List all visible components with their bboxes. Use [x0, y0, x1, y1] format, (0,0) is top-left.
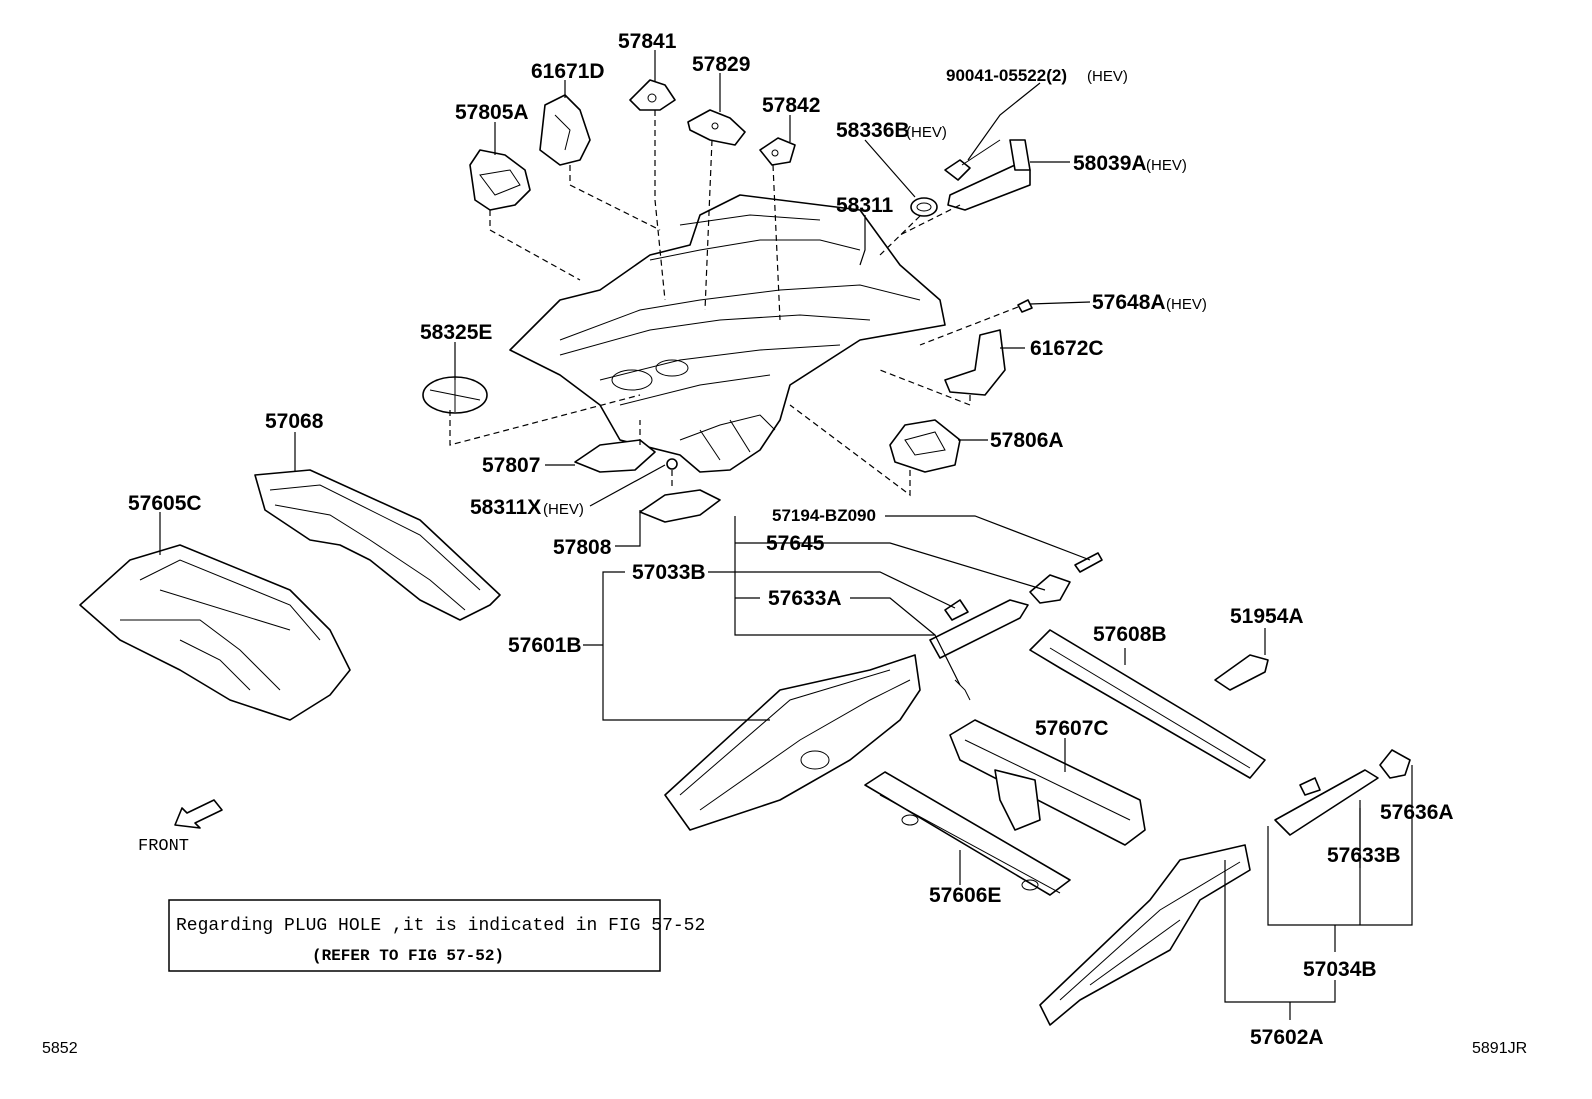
part-57068[interactable]	[254, 469, 501, 621]
figure-code: 5891JR	[1472, 1040, 1527, 1057]
part-57601B[interactable]	[664, 654, 921, 831]
part-57633B[interactable]	[1274, 769, 1379, 836]
label-57608B: 57608B	[1093, 623, 1167, 646]
part-57842[interactable]	[759, 137, 796, 166]
part-90041-bolt[interactable]	[944, 139, 1001, 181]
part-58336B[interactable]	[910, 197, 938, 217]
label-57633B: 57633B	[1327, 844, 1401, 867]
label-57805A: 57805A	[455, 101, 529, 124]
front-arrow-icon	[174, 799, 223, 829]
label-57648A: 57648A	[1092, 291, 1166, 314]
part-57808[interactable]	[639, 489, 721, 523]
label-58336B-suffix: (HEV)	[906, 124, 947, 141]
part-57608B[interactable]	[1029, 629, 1266, 779]
part-61671D[interactable]	[539, 94, 591, 166]
label-58311X-suffix: (HEV)	[543, 501, 584, 518]
label-57606E: 57606E	[929, 884, 1001, 907]
front-label: FRONT	[138, 837, 189, 856]
label-61671D: 61671D	[531, 60, 605, 83]
label-57068: 57068	[265, 410, 324, 433]
part-57636A[interactable]	[1379, 749, 1411, 779]
label-90041-suffix: (HEV)	[1087, 68, 1128, 85]
label-57194-BZ090: 57194-BZ090	[772, 506, 876, 525]
part-57806A[interactable]	[889, 419, 961, 473]
label-57806A: 57806A	[990, 429, 1064, 452]
label-57607C: 57607C	[1035, 717, 1109, 740]
label-57807: 57807	[482, 454, 540, 477]
label-61672C: 61672C	[1030, 337, 1104, 360]
label-57633A: 57633A	[768, 587, 842, 610]
front-indicator: FRONT	[138, 799, 223, 856]
label-58039A: 58039A	[1073, 152, 1147, 175]
part-58039A[interactable]	[947, 139, 1031, 211]
part-57829[interactable]	[687, 109, 746, 146]
label-57648A-suffix: (HEV)	[1166, 296, 1207, 313]
label-57034B: 57034B	[1303, 958, 1377, 981]
note-line-2: (REFER TO FIG 57-52)	[312, 947, 504, 965]
label-57601B: 57601B	[508, 634, 582, 657]
part-57633A[interactable]	[929, 599, 1029, 701]
part-57602A[interactable]	[1039, 844, 1251, 1026]
part-labels: 57841 61671D 57829 90041-05522(2) (HEV) …	[128, 30, 1454, 1049]
part-57807[interactable]	[574, 439, 656, 473]
dashed-leaders	[449, 110, 1019, 497]
label-57808: 57808	[553, 536, 612, 559]
part-57607C[interactable]	[949, 719, 1146, 846]
part-57606E[interactable]	[864, 771, 1071, 896]
solid-leaders	[159, 50, 1413, 1020]
part-57645[interactable]	[1029, 574, 1071, 604]
label-57842: 57842	[762, 94, 820, 117]
label-57645: 57645	[766, 532, 825, 555]
part-57605C[interactable]	[79, 544, 351, 721]
part-61672C[interactable]	[944, 329, 1006, 396]
note-line-1: Regarding PLUG HOLE ,it is indicated in …	[176, 916, 705, 936]
part-57841[interactable]	[629, 79, 676, 111]
label-58336B: 58336B	[836, 119, 910, 142]
part-58325E[interactable]	[422, 376, 488, 414]
part-57805A[interactable]	[469, 149, 531, 211]
part-57194-BZ090[interactable]	[1074, 552, 1103, 573]
page-number: 5852	[42, 1040, 78, 1057]
part-58311X[interactable]	[666, 458, 678, 470]
floor-pan-58311[interactable]	[509, 194, 946, 473]
label-58311X: 58311X	[470, 496, 541, 519]
label-58039A-suffix: (HEV)	[1146, 157, 1187, 174]
label-57841: 57841	[618, 30, 677, 53]
part-57648A[interactable]	[1017, 299, 1033, 313]
label-57636A: 57636A	[1380, 801, 1454, 824]
label-90041-05522: 90041-05522(2)	[946, 66, 1067, 85]
part-51954A[interactable]	[1214, 654, 1269, 691]
label-58325E: 58325E	[420, 321, 492, 344]
label-51954A: 51954A	[1230, 605, 1304, 628]
label-58311: 58311	[836, 194, 894, 217]
label-57602A: 57602A	[1250, 1026, 1324, 1049]
plug-hole-note: Regarding PLUG HOLE ,it is indicated in …	[168, 899, 705, 972]
label-57033B: 57033B	[632, 561, 706, 584]
label-57829: 57829	[692, 53, 750, 76]
label-57605C: 57605C	[128, 492, 202, 515]
